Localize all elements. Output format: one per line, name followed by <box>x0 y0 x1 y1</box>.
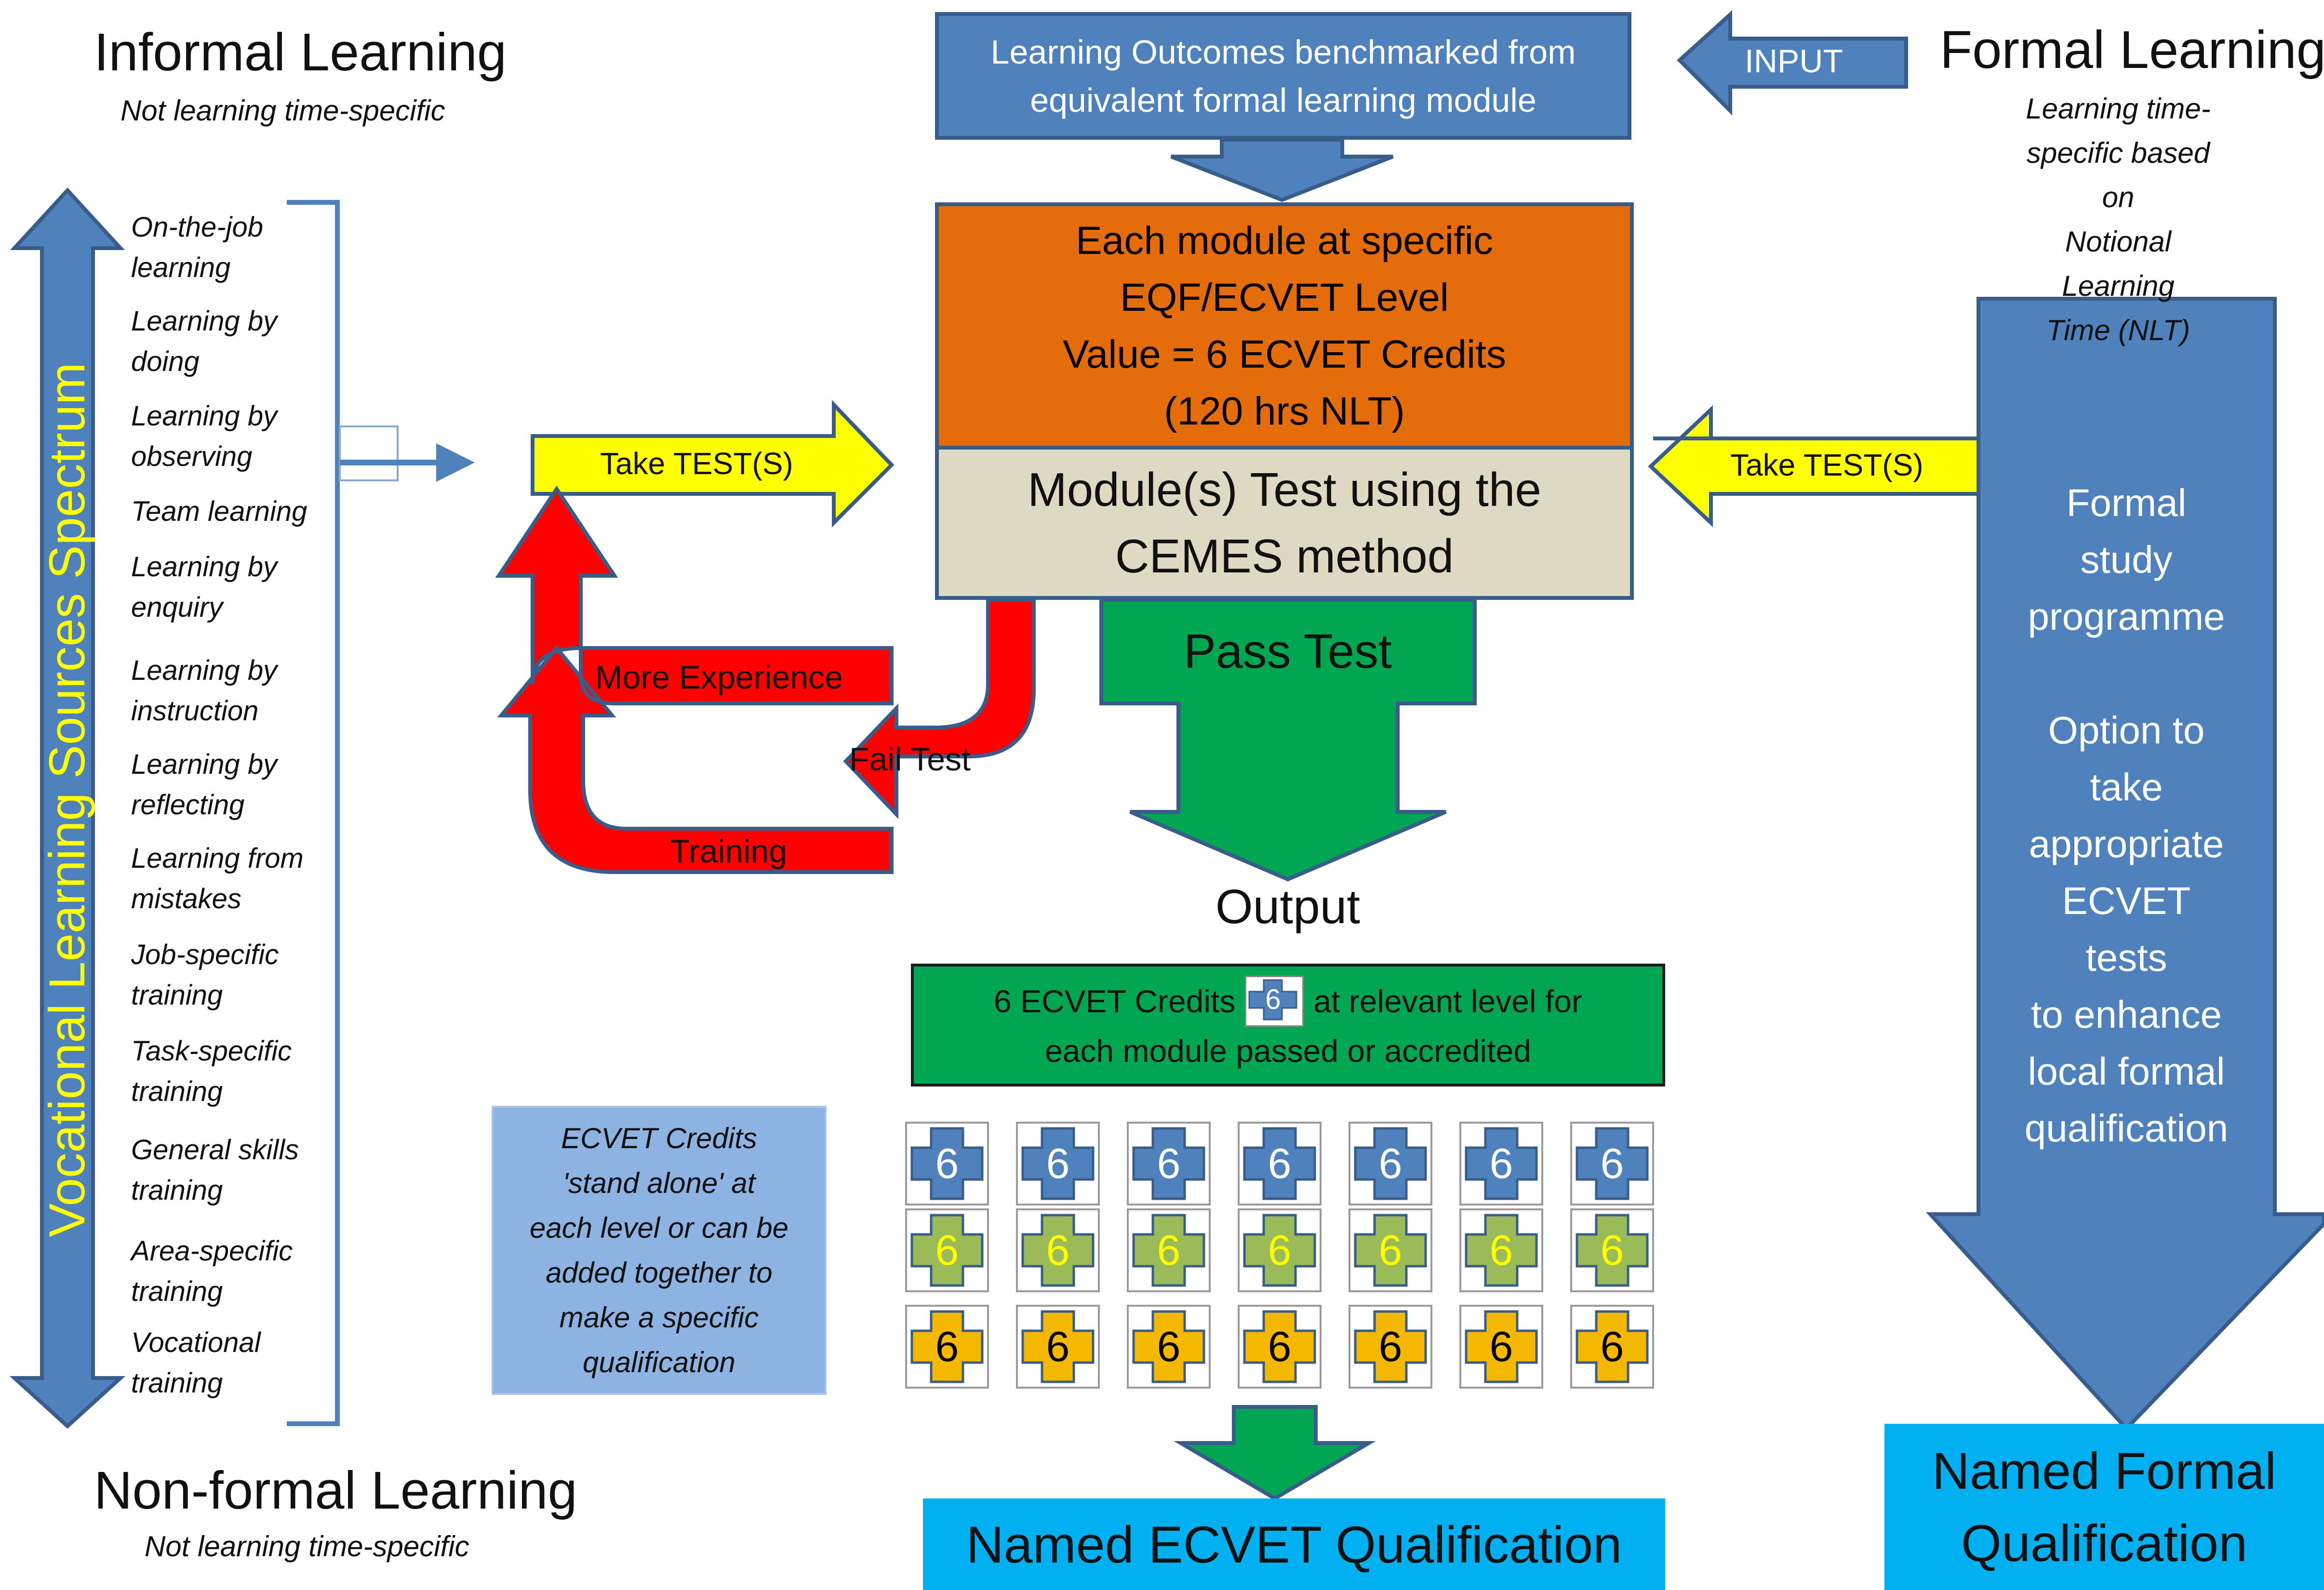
credit-cross-icon <box>910 1127 984 1200</box>
spectrum-double-arrow <box>9 187 126 1429</box>
credit-cross-icon <box>1576 1310 1649 1383</box>
credit-cross-icon <box>1132 1310 1205 1383</box>
credit-cross-icon <box>1354 1214 1427 1287</box>
credits-box-after: at relevant level for <box>1313 983 1582 1019</box>
credit-value: 6 <box>1268 1226 1292 1274</box>
informal-learning-subtitle: Not learning time-specific <box>120 94 445 127</box>
credit-cross-icon <box>1021 1310 1095 1383</box>
formal-study-text: Formal study programme Option to take ap… <box>2024 481 2229 1150</box>
credit-value: 6 <box>1490 1140 1513 1187</box>
credit-cross-icon <box>1576 1127 1649 1200</box>
bracket-connector-box <box>339 425 399 481</box>
credit-value: 6 <box>1268 1140 1292 1187</box>
learning-source-item: Learning by instruction <box>131 655 278 727</box>
credit-value: 6 <box>1046 1226 1070 1274</box>
credit-cross-icon <box>1465 1127 1538 1200</box>
learning-source-item: Job-specific training <box>131 939 279 1011</box>
credit-value: 6 <box>935 1140 959 1187</box>
credit-value: 6 <box>1490 1323 1513 1370</box>
informal-learning-title: Informal Learning <box>94 23 507 82</box>
training-label: Training <box>670 833 788 870</box>
credit-cross-icon <box>1354 1127 1427 1200</box>
formal-study-arrow <box>1925 297 2324 1431</box>
input-label: INPUT <box>1745 43 1843 80</box>
learning-source-item: Task-specific training <box>131 1035 292 1107</box>
credit-cross-icon <box>1021 1214 1095 1287</box>
credit-cross-icon <box>1576 1214 1649 1287</box>
credits-badge-value: 6 <box>1265 983 1281 1015</box>
learning-source-item: On-the-job learning <box>131 212 264 283</box>
credit-value: 6 <box>1157 1140 1181 1187</box>
credit-value: 6 <box>1601 1323 1624 1370</box>
learning-source-item: General skills training <box>131 1134 299 1206</box>
formal-qualification-box: Named Formal Qualification <box>1884 1424 2324 1590</box>
credit-value: 6 <box>935 1323 959 1370</box>
learning-outcomes-box: Learning Outcomes benchmarked from equiv… <box>935 12 1631 140</box>
red-loop-arrows <box>495 485 1036 874</box>
credit-value: 6 <box>935 1226 959 1274</box>
credits-badge: 6 <box>1245 975 1304 1027</box>
credits-box: 6 ECVET Credits 6 at relevant level for … <box>911 964 1665 1086</box>
credit-cross-icon <box>1243 1214 1316 1287</box>
nonformal-learning-subtitle: Not learning time-specific <box>145 1530 469 1563</box>
credit-grid: 6 6 6 6 6 6 6 6 6 6 6 6 6 6 6 6 6 6 6 6 6 <box>905 1122 1654 1389</box>
nonformal-learning-title: Non-formal Learning <box>94 1461 577 1520</box>
credit-cross-icon <box>1243 1310 1316 1383</box>
credit-value: 6 <box>1379 1323 1402 1370</box>
credit-value: 6 <box>1601 1140 1624 1187</box>
credit-cross-icon <box>1465 1310 1538 1383</box>
learning-source-item: Learning by doing <box>131 305 278 377</box>
learning-source-item: Learning by reflecting <box>131 749 278 821</box>
credit-value: 6 <box>1490 1226 1513 1274</box>
output-label: Output <box>1215 880 1361 934</box>
credit-cross-icon <box>1243 1127 1316 1200</box>
pass-test-label: Pass Test <box>1184 624 1392 678</box>
module-box: Each module at specific EQF/ECVET Level … <box>935 202 1634 446</box>
input-arrow <box>1677 10 1908 116</box>
sources-connector-arrowhead <box>436 443 475 482</box>
credits-box-line2: each module passed or accredited <box>1045 1033 1531 1069</box>
credit-value: 6 <box>1601 1226 1624 1274</box>
spectrum-label: Vocational Learning Sources Spectrum <box>39 362 95 1237</box>
credit-value: 6 <box>1046 1323 1070 1370</box>
module-test-box: Module(s) Test using the CEMES method <box>935 446 1634 600</box>
credit-value: 6 <box>1379 1226 1402 1274</box>
credit-cross-icon <box>1021 1127 1095 1200</box>
formal-learning-title: Formal Learning <box>1940 20 2324 80</box>
grid-down-arrow <box>1174 1405 1376 1501</box>
take-test-right-label: Take TEST(S) <box>1730 448 1923 482</box>
outcomes-down-arrow <box>1170 138 1394 202</box>
credits-box-line1: 6 ECVET Credits 6 at relevant level for <box>994 975 1582 1027</box>
credit-cross-icon <box>1465 1214 1538 1287</box>
take-test-left-label: Take TEST(S) <box>600 446 793 481</box>
credit-value: 6 <box>1157 1226 1181 1274</box>
learning-source-item: Team learning <box>131 496 307 527</box>
stand-alone-note: ECVET Credits 'stand alone' at each leve… <box>492 1106 827 1395</box>
credit-cross-icon <box>1132 1214 1205 1287</box>
learning-source-item: Learning by enquiry <box>131 551 278 623</box>
credit-cross-icon <box>1354 1310 1427 1383</box>
learning-source-item: Learning from mistakes <box>131 843 304 914</box>
formal-learning-subtitle: Learning time- specific based on Notiona… <box>2026 93 2211 346</box>
credit-value: 6 <box>1268 1323 1292 1370</box>
credits-box-before: 6 ECVET Credits <box>994 983 1236 1019</box>
learning-source-item: Vocational training <box>131 1327 261 1399</box>
fail-test-label: Fail Test <box>849 741 971 778</box>
credit-value: 6 <box>1046 1140 1070 1187</box>
learning-source-item: Learning by observing <box>131 400 278 472</box>
credit-value: 6 <box>1379 1140 1402 1187</box>
pass-test-arrow <box>1099 598 1477 882</box>
take-test-left-arrow <box>531 400 895 528</box>
credits-badge-cross <box>1248 979 1297 1020</box>
ecvet-qualification-box: Named ECVET Qualification <box>923 1498 1665 1590</box>
credit-value: 6 <box>1157 1323 1181 1370</box>
more-experience-label: More Experience <box>595 659 843 696</box>
credit-cross-icon <box>910 1310 984 1383</box>
learning-source-item: Area-specific training <box>131 1235 293 1307</box>
sources-bracket <box>287 200 340 1426</box>
credit-cross-icon <box>910 1214 984 1287</box>
credit-cross-icon <box>1132 1127 1205 1200</box>
